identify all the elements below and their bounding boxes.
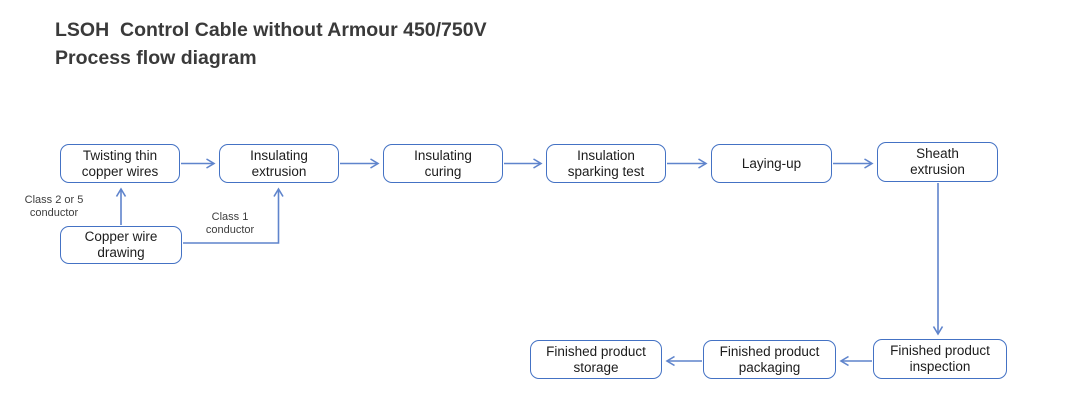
node-copper-wire-drawing: Copper wire drawing [60, 226, 182, 264]
node-label: Finished product [890, 343, 990, 358]
node-insulating-curing: Insulating curing [383, 144, 503, 183]
node-twisting-thin-copper-wires: Twisting thin copper wires [60, 144, 180, 183]
node-label: storage [573, 359, 619, 375]
node-label: packaging [738, 359, 801, 375]
node-label: Copper wire [84, 229, 158, 244]
node-label: copper wires [81, 163, 159, 179]
node-label: sparking test [567, 163, 645, 179]
node-label: Insulating [414, 147, 472, 163]
node-label: Finished product [719, 343, 820, 359]
node-label: Insulation [577, 147, 635, 163]
page-title-line1: LSOH Control Cable without Armour 450/75… [55, 19, 487, 41]
label-class-1-conductor: Class 1 conductor [199, 211, 261, 237]
node-label: Sheath [916, 146, 959, 161]
page-title-line2: Process flow diagram [55, 47, 257, 69]
node-label: drawing [97, 245, 145, 260]
node-finished-product-packaging: Finished product packaging [703, 340, 836, 379]
node-label: Laying-up [741, 155, 802, 171]
page-title: LSOH Control Cable without Armour 450/75… [55, 16, 487, 72]
node-insulating-extrusion: Insulating extrusion [219, 144, 339, 183]
node-finished-product-storage: Finished product storage [530, 340, 662, 379]
node-insulation-sparking-test: Insulation sparking test [546, 144, 666, 183]
arrow-copper-drawing-to-insulating-extrusion [183, 187, 284, 244]
annotation-line: conductor [29, 207, 79, 219]
annotation-line: Class 1 [211, 211, 249, 223]
node-label: curing [424, 163, 462, 179]
annotation-line: Class 2 or 5 [24, 194, 84, 206]
node-label: inspection [909, 359, 971, 374]
label-class-2-or-5-conductor: Class 2 or 5 conductor [18, 194, 90, 220]
node-label: Finished product [546, 343, 646, 359]
node-label: Twisting thin [82, 147, 158, 163]
annotation-line: conductor [205, 224, 255, 236]
node-label: Insulating [250, 147, 308, 163]
node-laying-up: Laying-up [711, 144, 832, 183]
node-label: extrusion [910, 162, 965, 177]
node-sheath-extrusion: Sheath extrusion [877, 142, 998, 182]
node-label: extrusion [251, 163, 307, 179]
node-finished-product-inspection: Finished product inspection [873, 339, 1007, 379]
